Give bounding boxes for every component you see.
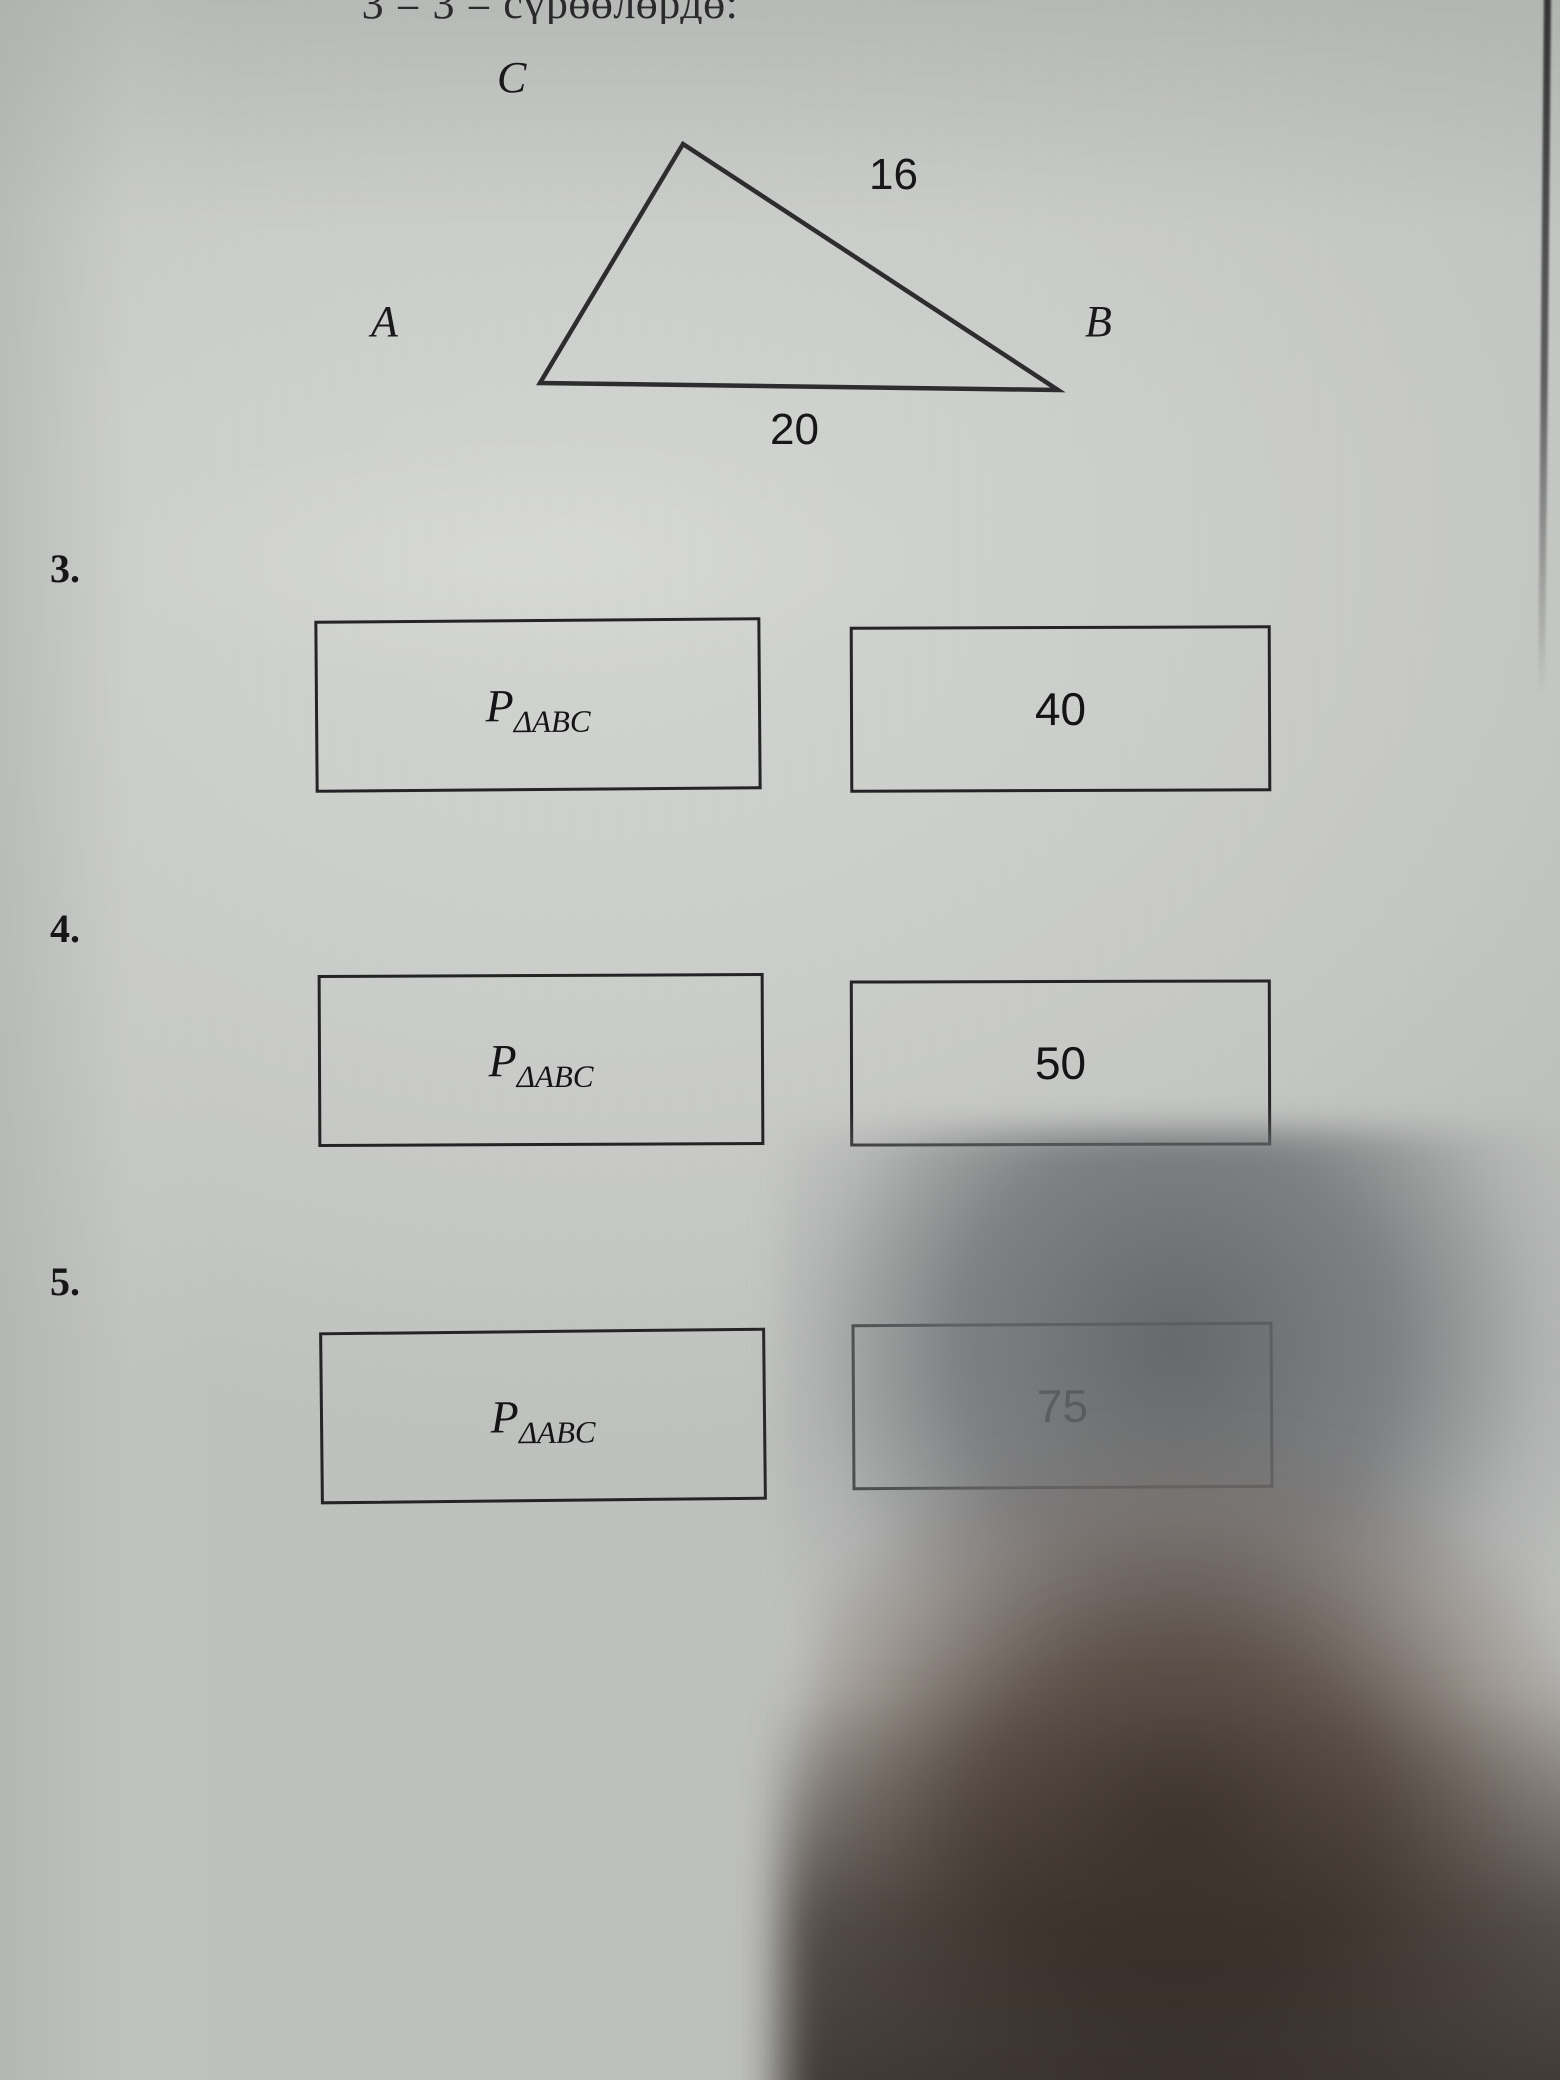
page-header-cropped-text: 3 = 3 = сүрөөлөрдө: (0, 0, 1100, 24)
exercise-number-4: 4. (50, 906, 80, 951)
answer-value-4: 50 (1034, 1036, 1087, 1090)
answer-box-4-right[interactable]: 50 (849, 979, 1272, 1147)
triangle-outline (536, 140, 1066, 393)
vertex-label-b: B (1085, 297, 1112, 346)
exercise-number-5: 5. (50, 1259, 80, 1304)
perimeter-subscript-4: ΔABC (516, 1058, 594, 1094)
triangle-abc-figure (536, 140, 1066, 393)
perimeter-symbol-4: P (488, 1034, 517, 1086)
answer-value-3: 40 (1034, 682, 1087, 736)
answer-box-5-right[interactable]: 75 (851, 1321, 1274, 1491)
side-length-cb: 16 (869, 150, 918, 199)
perimeter-subscript-3: ΔABC (513, 703, 591, 739)
vertex-label-a: A (371, 297, 398, 346)
exercise-number-3: 3. (50, 546, 80, 591)
answer-box-3-right[interactable]: 40 (849, 625, 1272, 793)
answer-value-5: 75 (1036, 1379, 1089, 1433)
perimeter-subscript-5: ΔABC (518, 1413, 596, 1450)
perimeter-symbol-3: P (485, 679, 514, 731)
vertex-label-c: C (497, 53, 527, 102)
side-length-ab: 20 (770, 405, 819, 454)
perimeter-symbol-5: P (490, 1390, 519, 1443)
